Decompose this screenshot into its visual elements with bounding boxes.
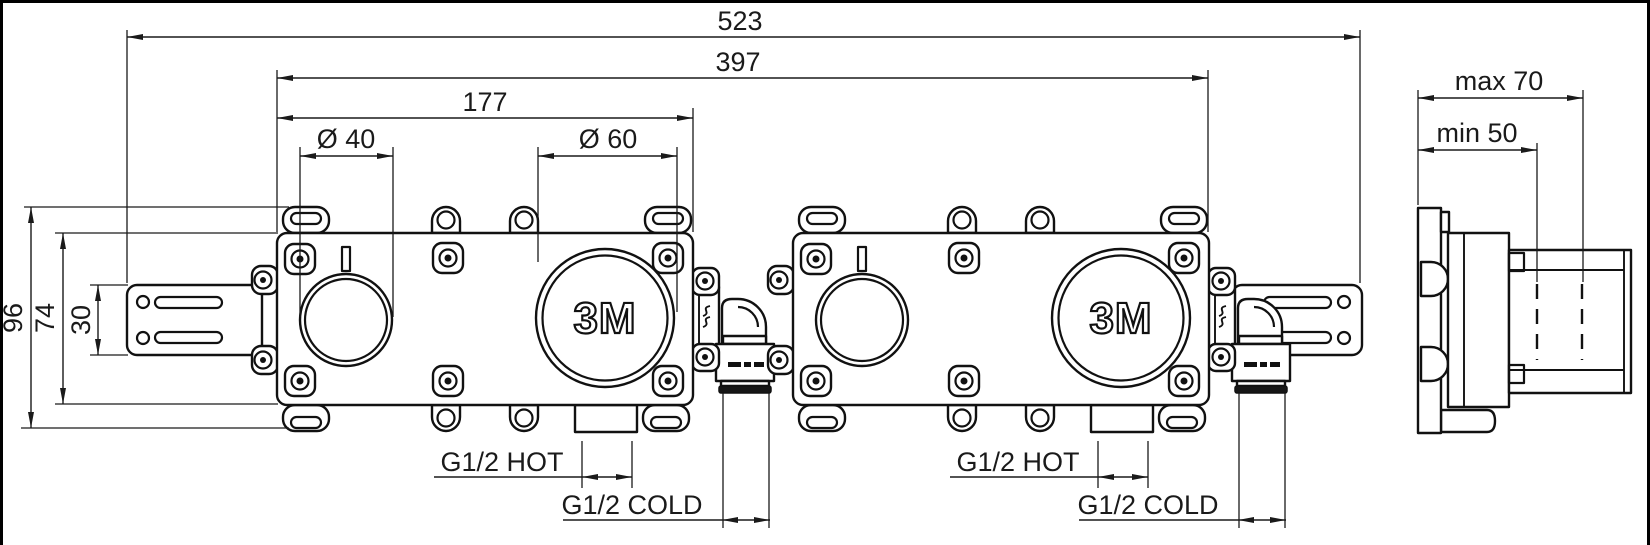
squiggle-mark [702, 305, 711, 328]
dim-max70-text: max 70 [1455, 66, 1544, 96]
side-view [1416, 206, 1633, 435]
valve-unit: 3M [250, 205, 776, 528]
cold-label: G1/2 COLD [1077, 490, 1218, 520]
dim-74: 74 [30, 233, 66, 404]
bracket-slot [153, 295, 224, 310]
left-edge-tabs [250, 264, 280, 376]
side-foot [1439, 408, 1497, 434]
side-housing [1507, 248, 1633, 395]
elbow-gasket [718, 385, 772, 394]
hot-callout-left: G1/2 HOT [434, 447, 632, 480]
hot-inlet-port [573, 403, 639, 434]
right-edge-tabs [690, 266, 721, 373]
side-flange-block [1446, 231, 1511, 409]
bracket-slot [153, 330, 224, 345]
dim-523: 523 [127, 6, 1360, 40]
dim-dia40-text: Ø 40 [317, 124, 376, 154]
large-opening: 3M [534, 247, 676, 389]
elbow-fitting [714, 297, 776, 528]
dim-177-text: 177 [462, 87, 507, 117]
dim-dia60: Ø 60 [538, 124, 677, 159]
dim-30: 30 [66, 285, 101, 355]
side-screw-lug [1419, 260, 1450, 298]
dim-177: 177 [277, 87, 693, 121]
dim-74-text: 74 [30, 303, 60, 333]
left-mounting-bracket [125, 283, 264, 357]
dim-397: 397 [277, 47, 1208, 81]
top-mounting-tabs [281, 205, 693, 235]
dim-397-text: 397 [715, 47, 760, 77]
small-opening [298, 272, 394, 368]
dim-max70: max 70 [1418, 66, 1583, 101]
hot-label: G1/2 HOT [440, 447, 563, 477]
dim-min50: min 50 [1418, 118, 1537, 153]
dim-min50-text: min 50 [1436, 118, 1517, 148]
side-wall-plate [1416, 206, 1443, 435]
bottom-mounting-tabs [281, 403, 691, 434]
cold-callout-right: G1/2 COLD [1077, 490, 1286, 523]
index-slot [340, 245, 352, 273]
hot-label: G1/2 HOT [956, 447, 1079, 477]
side-screw-lug [1419, 345, 1450, 383]
brand-logo: 3M [573, 294, 636, 343]
dim-96: 96 [0, 207, 34, 428]
screw-bosses [283, 241, 685, 398]
dim-dia60-text: Ø 60 [579, 124, 638, 154]
valve-unit-right [766, 205, 1292, 530]
dim-dia40: Ø 40 [300, 124, 393, 159]
dim-523-text: 523 [717, 6, 762, 36]
dimensions: 523 397 177 Ø 40 Ø 60 96 74 30 [0, 6, 1584, 523]
cold-label: G1/2 COLD [561, 490, 702, 520]
dim-30-text: 30 [66, 305, 96, 335]
elbow-stamp [728, 362, 764, 367]
dim-96-text: 96 [0, 303, 28, 333]
hot-callout-right: G1/2 HOT [950, 447, 1148, 480]
outlet-connector-block [690, 285, 721, 349]
cold-callout-left: G1/2 COLD [561, 490, 770, 523]
